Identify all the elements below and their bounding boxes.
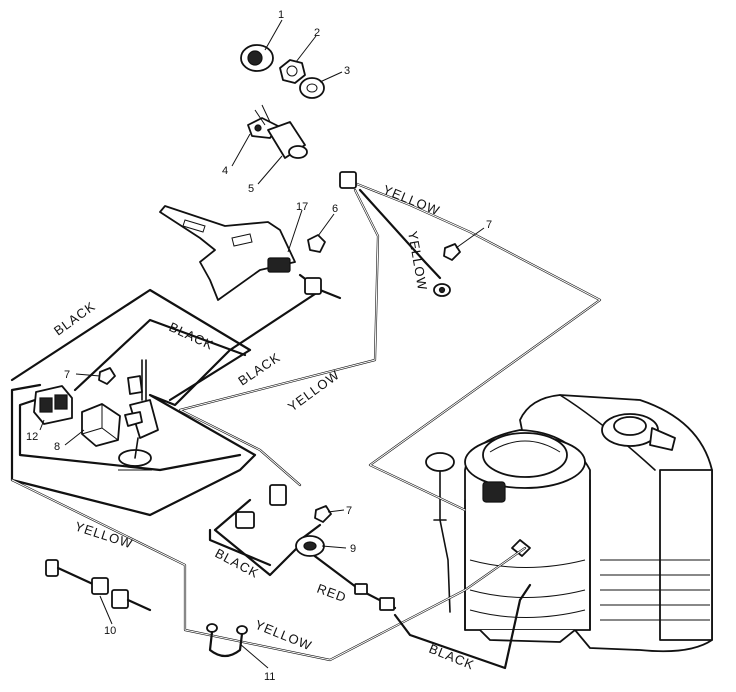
part-17-bracket	[159, 205, 322, 301]
engine	[425, 394, 713, 653]
part-2-hex-nut	[279, 59, 306, 84]
wire-label-yellow-vertical: YELLOW	[405, 230, 430, 292]
part-8-relay	[81, 403, 121, 447]
callout-8: 8	[54, 441, 60, 453]
lower-black-connector	[235, 484, 287, 529]
part-1-nut	[240, 44, 274, 72]
wire-label-red: RED	[315, 581, 349, 606]
part-11-jumper	[206, 623, 248, 658]
part-9-clamp	[295, 535, 325, 557]
wire-label-yellow-lower-left: YELLOW	[73, 519, 135, 552]
callout-7-left: 7	[64, 369, 70, 381]
seat-switch	[118, 359, 159, 471]
part-10-harness	[45, 559, 152, 612]
callout-7-lower: 7	[346, 505, 352, 517]
callout-6: 6	[332, 203, 338, 215]
part-6-bolt	[307, 234, 326, 253]
callout-numbers: 1 2 3 4 5 6 7 7 7 8 9 10 11 12 17	[26, 9, 492, 683]
callout-7-top: 7	[486, 219, 492, 231]
part-3-washer	[299, 77, 325, 99]
callout-12: 12	[26, 431, 38, 443]
callout-3: 3	[344, 65, 350, 77]
wire-label-yellow-bottom: YELLOW	[253, 617, 314, 653]
part-7-screw-lower	[314, 505, 332, 523]
wire-label-black-bottom-right: BLACK	[427, 641, 477, 673]
callout-leaders	[39, 19, 485, 669]
engine-fins	[600, 559, 710, 621]
yellow-connector-top	[339, 171, 357, 189]
callout-10: 10	[104, 625, 116, 637]
callout-11: 11	[264, 671, 275, 683]
callout-1: 1	[278, 9, 284, 21]
callout-2: 2	[314, 27, 320, 39]
wire-label-black-left: BLACK	[51, 298, 98, 338]
dipstick	[425, 452, 455, 613]
wire-label-yellow-top: YELLOW	[381, 182, 442, 218]
part-7-screw-top	[433, 243, 461, 297]
part-12-connector	[33, 385, 73, 425]
callout-4: 4	[222, 165, 228, 177]
callout-9: 9	[350, 543, 356, 555]
callout-5: 5	[248, 183, 254, 195]
part-5-ignition-switch	[254, 104, 308, 159]
wire-label-yellow-mid: YELLOW	[285, 367, 343, 415]
part-7-screw-left	[98, 367, 143, 395]
wire-harness	[10, 180, 602, 670]
callout-17: 17	[296, 201, 308, 213]
red-wire-connectors	[354, 583, 395, 611]
